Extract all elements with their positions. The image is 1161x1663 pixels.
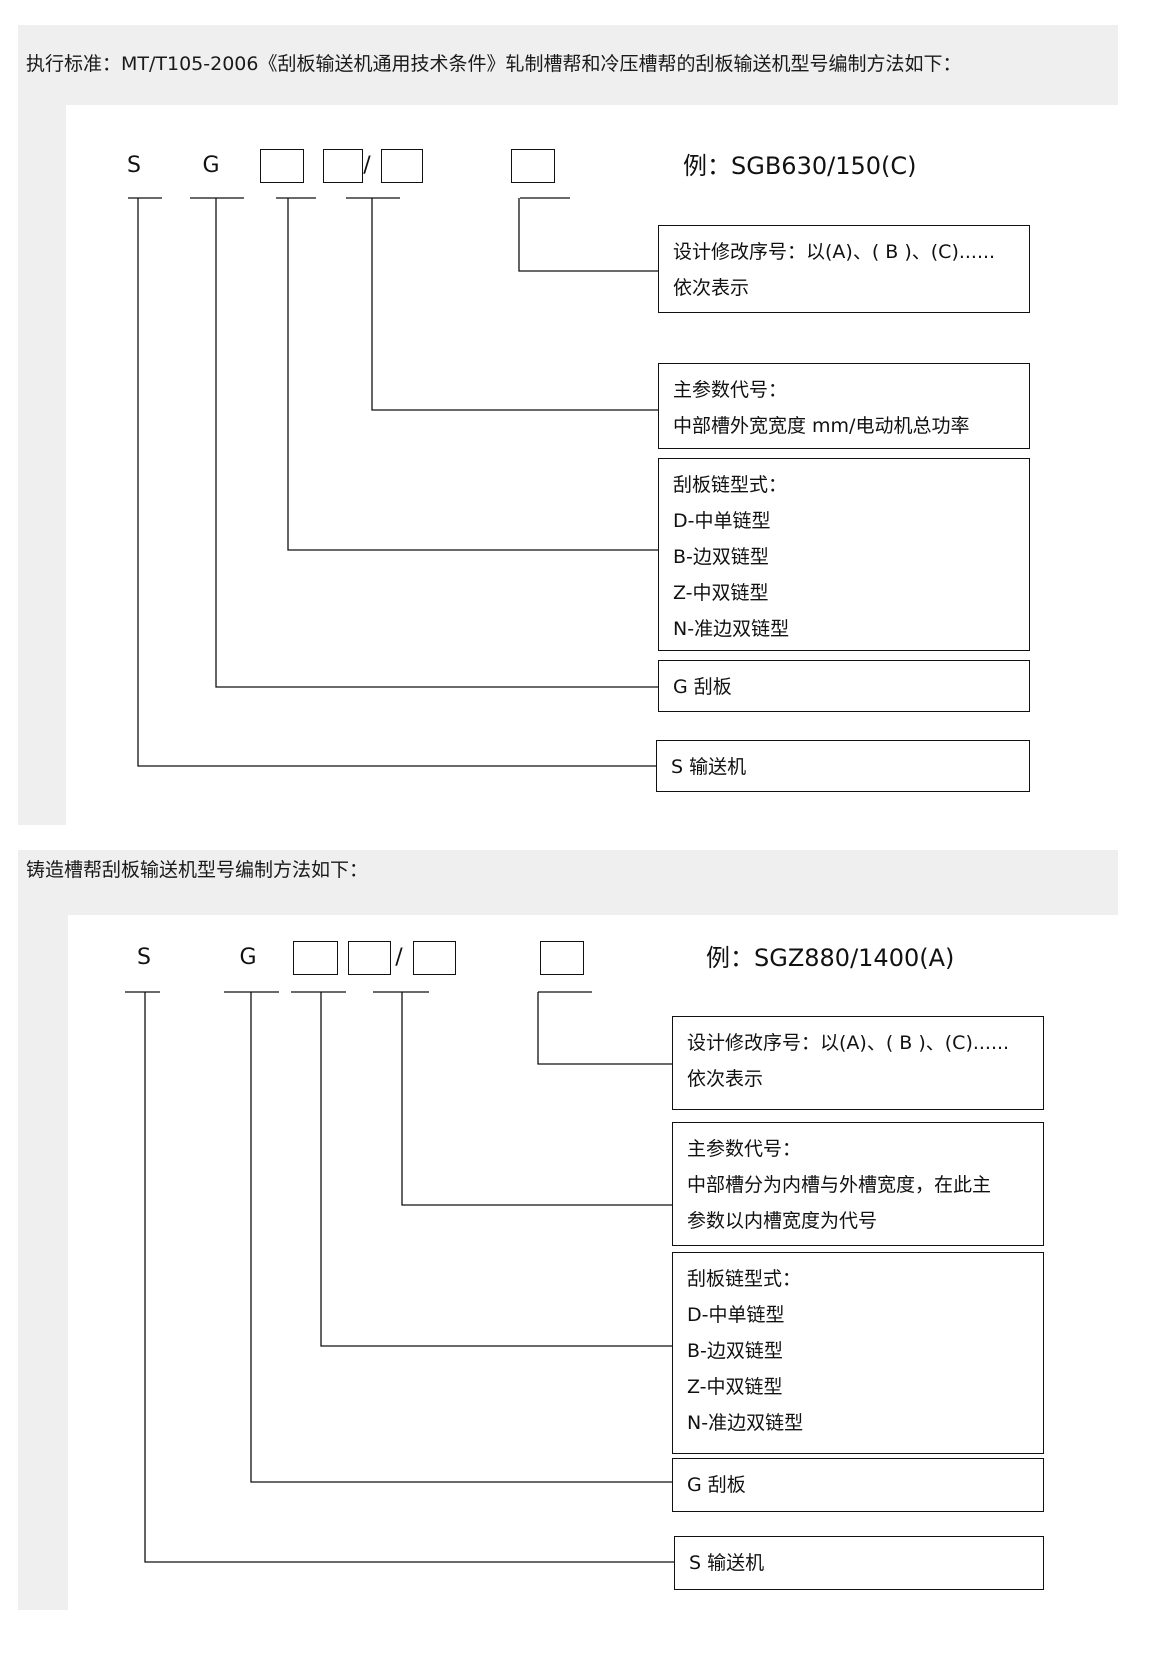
section-2-diagram: S G / 例：SGZ880/1400(A) 设计修改序号：以(A)、( B )…	[68, 915, 1118, 1610]
connector-conveyor	[144, 992, 674, 1563]
box-scraper: G 刮板	[672, 1458, 1044, 1512]
connector-main-param	[371, 198, 658, 411]
example-model: 例：SGB630/150(C)	[683, 152, 917, 180]
section-1-left-band	[18, 105, 66, 825]
section-2-connector-lines	[125, 991, 674, 1563]
section-1-diagram: S G / 例：SGB630/150(C) 设计修改序号：以(A)、( B )、…	[66, 105, 1116, 825]
code-slot-chain-type	[293, 941, 338, 975]
box-main-param: 主参数代号： 中部槽分为内槽与外槽宽度，在此主 参数以内槽宽度为代号	[672, 1122, 1044, 1246]
code-slot-width	[323, 149, 363, 183]
code-slot-width	[348, 941, 391, 975]
code-separator: /	[395, 945, 403, 970]
code-slot-revision	[511, 149, 555, 183]
code-letter-s: S	[137, 945, 151, 970]
example-model: 例：SGZ880/1400(A)	[706, 944, 955, 972]
section-2-caption: 铸造槽帮刮板输送机型号编制方法如下：	[26, 859, 369, 881]
box-main-param: 主参数代号： 中部槽外宽宽度 mm/电动机总功率	[658, 363, 1030, 449]
connector-revision	[537, 992, 672, 1065]
connector-chain-type	[320, 992, 672, 1347]
connector-conveyor	[137, 198, 656, 767]
connector-main-param	[401, 992, 672, 1206]
section-2-caption-background	[18, 850, 1118, 915]
section-1-caption-background	[18, 25, 1118, 105]
connector-scraper	[250, 992, 672, 1483]
code-letter-g: G	[202, 153, 220, 178]
code-letter-s: S	[127, 153, 141, 178]
code-slot-power	[381, 149, 423, 183]
box-chain-type: 刮板链型式： D-中单链型 B-边双链型 Z-中双链型 N-准边双链型	[672, 1252, 1044, 1454]
box-conveyor: S 输送机	[674, 1536, 1044, 1590]
connector-revision	[518, 198, 658, 272]
box-revision: 设计修改序号：以(A)、( B )、(C)...... 依次表示	[672, 1016, 1044, 1110]
section-1-caption: 执行标准：MT/T105-2006《刮板输送机通用技术条件》轧制槽帮和冷压槽帮的…	[26, 53, 962, 75]
code-slot-power	[413, 941, 456, 975]
section-2-left-band	[18, 915, 68, 1610]
code-slot-chain-type	[260, 149, 304, 183]
box-revision: 设计修改序号：以(A)、( B )、(C)...... 依次表示	[658, 225, 1030, 313]
box-scraper: G 刮板	[658, 660, 1030, 712]
section-1-connector-lines	[128, 197, 658, 767]
code-separator: /	[363, 153, 371, 178]
code-letter-g: G	[239, 945, 257, 970]
code-slot-revision	[540, 941, 584, 975]
box-chain-type: 刮板链型式： D-中单链型 B-边双链型 Z-中双链型 N-准边双链型	[658, 458, 1030, 651]
connector-scraper	[215, 198, 658, 688]
connector-chain-type	[287, 198, 658, 551]
box-conveyor: S 输送机	[656, 740, 1030, 792]
